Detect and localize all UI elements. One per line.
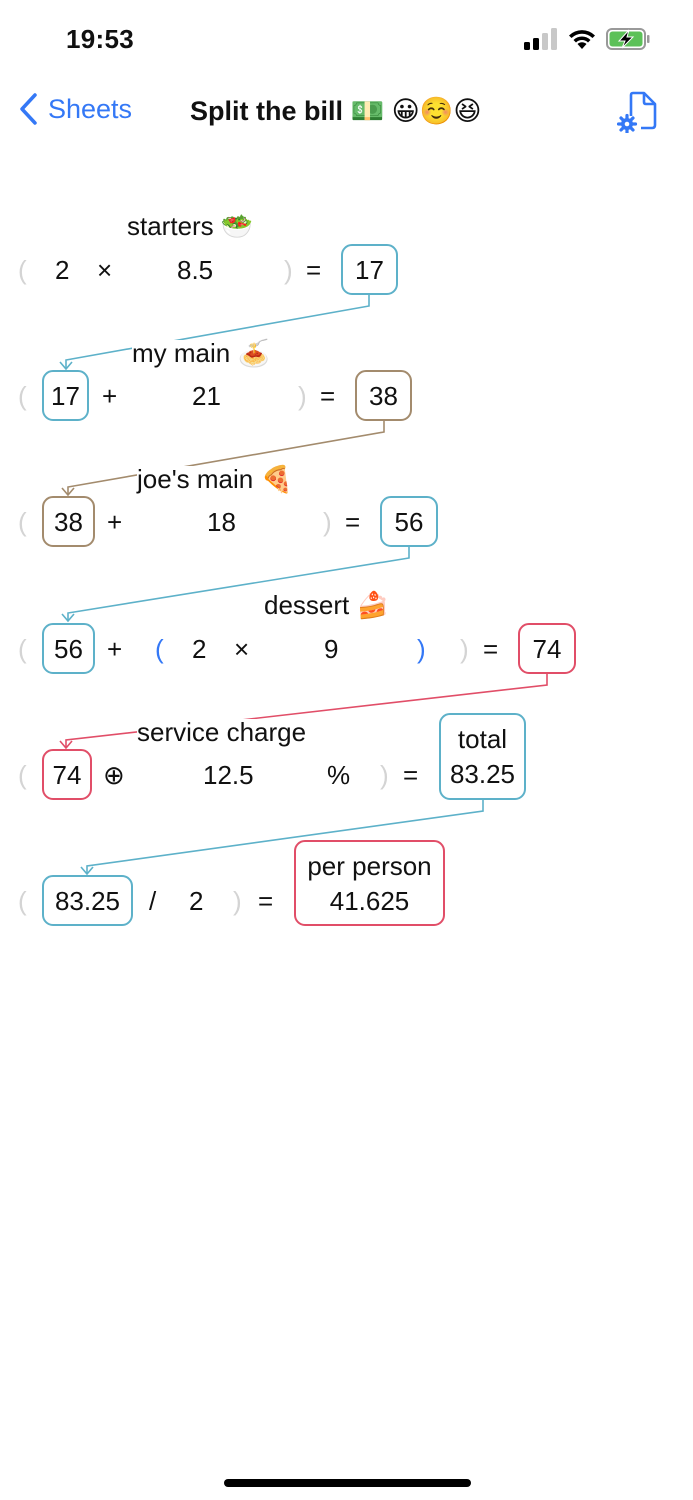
equals: = (345, 507, 361, 537)
close-paren: ) (233, 886, 242, 916)
status-icons (524, 28, 650, 50)
open-paren: ( (18, 381, 27, 411)
row-label: starters 🥗 (127, 211, 254, 241)
cellular-signal-icon (524, 28, 557, 50)
close-paren: ) (380, 760, 389, 790)
operator[interactable]: × (97, 255, 113, 285)
equals: = (258, 886, 274, 916)
operator[interactable]: + (107, 634, 123, 664)
reference-box[interactable]: 38 (42, 496, 95, 547)
row-label: service charge (137, 717, 307, 747)
page-title: Split the bill 💵 😀☺️😆 (190, 96, 482, 126)
close-paren: ) (323, 507, 332, 537)
battery-charging-icon (606, 28, 650, 50)
reference-box[interactable]: 56 (42, 623, 95, 674)
row-label: joe's main 🍕 (137, 464, 293, 494)
wifi-icon (569, 30, 595, 49)
operand-b[interactable]: 8.5 (177, 255, 214, 285)
back-button[interactable]: Sheets (18, 92, 132, 126)
result-box[interactable]: 38 (355, 370, 412, 421)
operand-b1[interactable]: 2 (192, 634, 207, 664)
document-gear-icon (616, 91, 657, 135)
close-paren: ) (284, 255, 293, 285)
equals: = (483, 634, 499, 664)
equals: = (403, 760, 419, 790)
reference-box[interactable]: 74 (42, 749, 92, 800)
close-paren: ) (460, 634, 469, 664)
row-label: my main 🍝 (132, 338, 270, 368)
result-value: 83.25 (449, 759, 516, 790)
nested-close-paren[interactable]: ) (417, 634, 426, 664)
operator[interactable]: / (149, 886, 157, 916)
open-paren: ( (18, 634, 27, 664)
reference-box[interactable]: 17 (42, 370, 89, 421)
result-box-total[interactable]: total 83.25 (439, 713, 526, 800)
document-settings-button[interactable] (616, 91, 657, 138)
result-label: per person (307, 850, 432, 881)
operand-a[interactable]: 2 (55, 255, 70, 285)
operator-2[interactable]: × (234, 634, 250, 664)
result-value: 41.625 (329, 885, 410, 916)
operator[interactable]: + (102, 381, 118, 411)
status-time: 19:53 (66, 24, 134, 54)
back-label: Sheets (48, 93, 133, 124)
result-box-per-person[interactable]: per person 41.625 (294, 840, 445, 926)
result-box[interactable]: 74 (518, 623, 576, 674)
operand-b2[interactable]: 9 (324, 634, 339, 664)
result-label: total (457, 723, 508, 754)
close-paren: ) (298, 381, 307, 411)
nested-open-paren[interactable]: ( (155, 634, 164, 664)
reference-box[interactable]: 83.25 (42, 875, 133, 926)
open-paren: ( (18, 255, 27, 285)
home-indicator[interactable] (224, 1479, 471, 1487)
operand-b[interactable]: 21 (192, 381, 221, 411)
operand-b[interactable]: 2 (189, 886, 204, 916)
operator[interactable]: + (107, 507, 123, 537)
chevron-left-icon (20, 93, 37, 125)
percent-unit[interactable]: % (327, 760, 351, 790)
operand-b[interactable]: 18 (207, 507, 236, 537)
open-paren: ( (18, 886, 27, 916)
open-paren: ( (18, 760, 27, 790)
row-label: dessert 🍰 (264, 590, 389, 620)
result-box[interactable]: 17 (341, 244, 398, 295)
open-paren: ( (18, 507, 27, 537)
equals: = (320, 381, 336, 411)
equals: = (306, 255, 322, 285)
percent-add-operator[interactable]: ⊕ (103, 760, 125, 790)
operand-b[interactable]: 12.5 (203, 760, 254, 790)
result-box[interactable]: 56 (380, 496, 438, 547)
